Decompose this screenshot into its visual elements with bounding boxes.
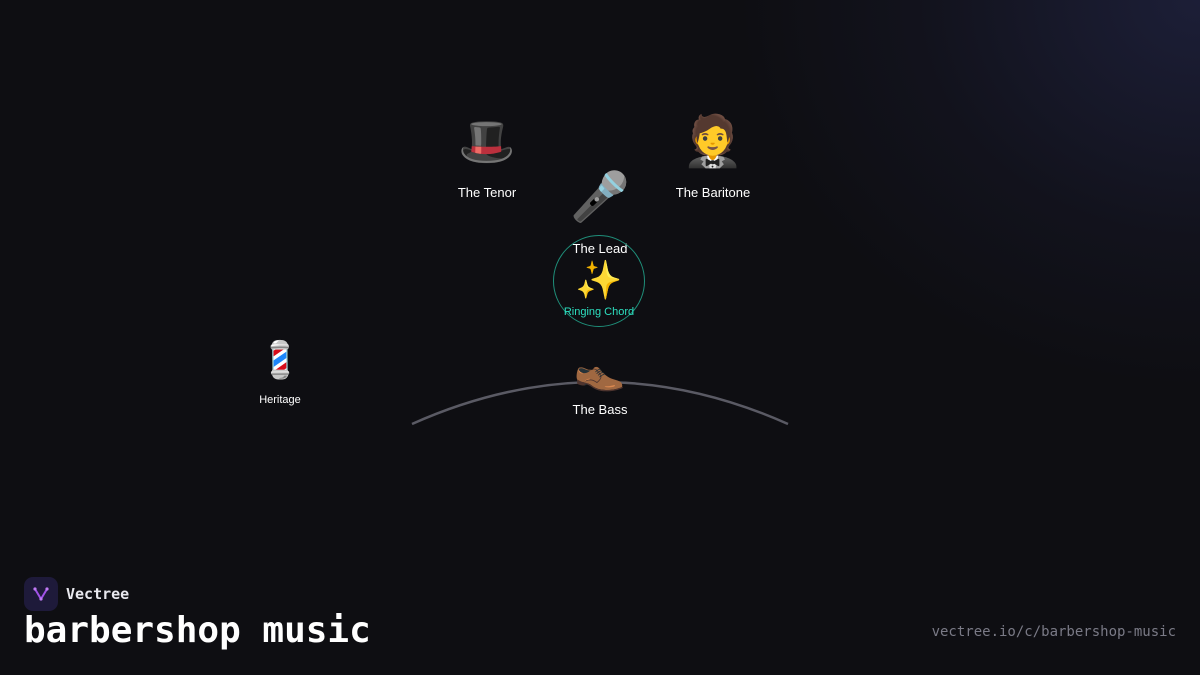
node-label: The Tenor (457, 185, 517, 200)
barber-pole-icon: 💈 (257, 339, 303, 380)
node-label: Heritage (259, 394, 301, 406)
vectree-logo-icon (24, 577, 58, 611)
node-tenor[interactable]: 🎩 The Tenor (458, 118, 516, 200)
node-baritone[interactable]: 🤵 The Baritone (676, 116, 750, 200)
node-bass[interactable]: 👞 The Bass (572, 345, 628, 418)
shoe-icon: 👞 (573, 345, 627, 392)
brand-name: Vectree (66, 585, 130, 603)
top-hat-icon: 🎩 (458, 115, 516, 167)
tuxedo-person-icon: 🤵 (681, 113, 745, 169)
arc-path (411, 380, 789, 426)
center-node-label: Ringing Chord (563, 306, 635, 318)
node-heritage[interactable]: 💈 Heritage (257, 339, 303, 407)
vectree-logo-glyph (33, 587, 49, 601)
node-label: The Bass (572, 402, 628, 417)
sparkles-icon: ✨ (575, 260, 623, 302)
brand[interactable]: Vectree (24, 577, 129, 611)
microphone-icon: 🎤 (570, 171, 630, 224)
center-node-ringing-chord[interactable]: ✨ Ringing Chord (553, 235, 645, 327)
page-url[interactable]: vectree.io/c/barbershop-music (931, 624, 1176, 640)
page-title: barbershop music (24, 610, 371, 651)
node-label: The Baritone (675, 185, 751, 200)
